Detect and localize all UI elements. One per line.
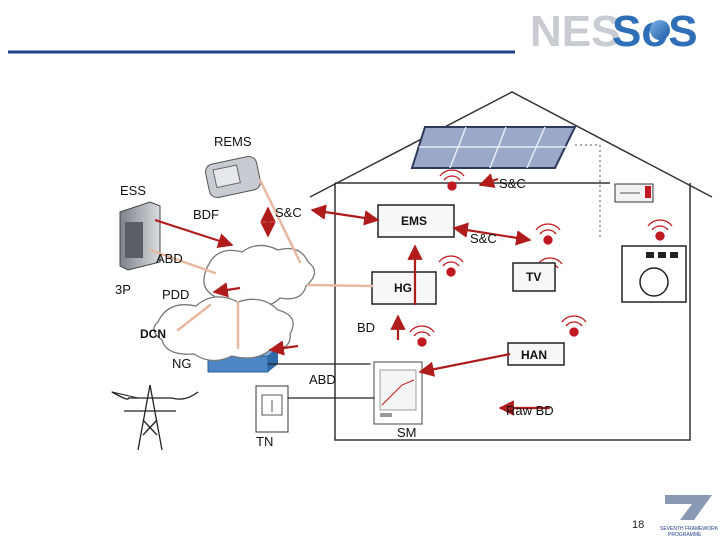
house-outline (309, 91, 713, 441)
hg-box (371, 271, 437, 305)
fp7-line1: SEVENTH FRAMEWORK (660, 526, 719, 532)
wireless-icon (438, 255, 464, 277)
arrow-sc-top-right (478, 173, 499, 188)
page-number: 18 (632, 519, 644, 531)
ems-box (377, 204, 455, 238)
label-rems: REMS (214, 134, 252, 149)
wireless-icon (409, 325, 435, 347)
power-tower (111, 384, 199, 451)
control-panel (614, 183, 654, 203)
arrow-bdf (154, 218, 234, 249)
transformer-device (255, 385, 289, 433)
arrow-ems-sc (310, 204, 380, 226)
solar-panel (410, 126, 577, 169)
wireless-icon (647, 219, 673, 241)
arrow-abd-bottom (268, 340, 299, 356)
label-pdd: PDD (162, 287, 189, 302)
solar-wire (575, 144, 601, 240)
label-ess: ESS (120, 183, 146, 198)
fp7-line2: PROGRAMME (668, 532, 702, 538)
wireless-icons (409, 169, 673, 347)
arrow-pdd (212, 282, 241, 298)
connections (111, 178, 375, 399)
washing-machine (621, 245, 687, 303)
label-dcn: DCN (140, 327, 166, 341)
pda-device (205, 155, 261, 199)
logo-text-nes: NES (530, 7, 620, 56)
label-bdf: BDF (193, 207, 219, 222)
label-han: HAN (521, 348, 547, 362)
wireless-icon (561, 315, 587, 337)
nessos-logo: NES SoS (530, 7, 698, 56)
label-sc-mid: S&C (499, 176, 526, 191)
label-sc-top: S&C (275, 205, 302, 220)
label-bd: BD (357, 320, 375, 335)
label-raw-bd: Raw BD (506, 403, 554, 418)
label-sc-right: S&C (470, 231, 497, 246)
globe-icon (650, 20, 670, 40)
label-3p: 3P (115, 282, 131, 297)
wireless-icon (535, 223, 561, 245)
arrow-han (418, 352, 511, 377)
label-tv: TV (526, 270, 541, 284)
label-hg: HG (394, 281, 412, 295)
label-ng: NG (172, 356, 192, 371)
fp7-logo: SEVENTH FRAMEWORK PROGRAMME (660, 495, 719, 538)
label-abd-top: ABD (156, 251, 183, 266)
label-abd-bottom: ABD (309, 372, 336, 387)
red-arrows (154, 173, 550, 416)
arrow-ems-sc-right (452, 222, 532, 246)
server-device (119, 201, 161, 271)
wireless-icon (439, 169, 465, 191)
label-sm: SM (397, 425, 417, 440)
label-tn: TN (256, 434, 273, 449)
tv-box (512, 262, 556, 292)
label-ems: EMS (401, 214, 427, 228)
smart-meter (373, 361, 423, 425)
